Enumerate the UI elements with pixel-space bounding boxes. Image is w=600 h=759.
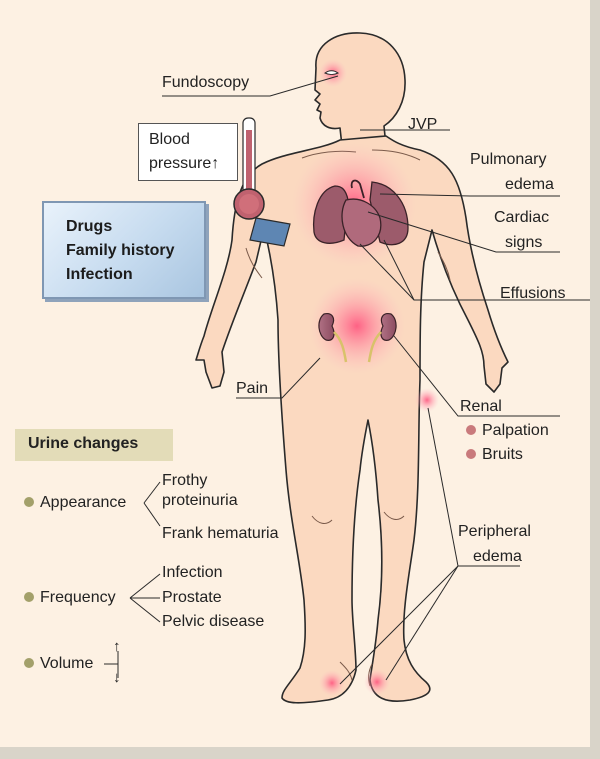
- label-fundoscopy: Fundoscopy: [162, 74, 250, 91]
- appearance-option: Frank hematuria: [162, 525, 279, 542]
- label-jvp: JVP: [408, 116, 438, 133]
- label-cardiac-signs-2: signs: [505, 234, 543, 251]
- volume-up-arrow-icon: ↑: [113, 638, 121, 655]
- label-peripheral-edema-2: edema: [473, 548, 522, 565]
- lungs-heart: [312, 179, 409, 247]
- bp-line-1: Blood: [149, 131, 190, 148]
- eye: [324, 70, 339, 75]
- urine-changes-heading: Urine changes: [15, 429, 173, 461]
- bullet-icon: [466, 449, 476, 459]
- label-pulmonary-edema-2: edema: [505, 176, 554, 193]
- bp-cuff: [233, 117, 291, 247]
- body-illustration: [104, 32, 590, 704]
- blood-pressure-box: Blood pressure↑: [138, 123, 238, 181]
- urine-appearance: Appearance: [24, 493, 126, 512]
- bullet-icon: [24, 497, 34, 507]
- history-box: Drugs Family history Infection: [42, 201, 206, 299]
- label-cardiac-signs-1: Cardiac: [494, 209, 550, 226]
- frequency-option: Infection: [162, 564, 223, 581]
- frequency-option: Pelvic disease: [162, 613, 265, 630]
- label-pulmonary-edema-1: Pulmonary: [470, 151, 547, 168]
- bullet-icon: [466, 425, 476, 435]
- bullet-icon: [24, 658, 34, 668]
- history-item-drugs: Drugs: [66, 218, 113, 235]
- renal-sign-bruits: Bruits: [466, 445, 523, 464]
- diagram-page: Fundoscopy JVP Pulmonary edema Cardiac s…: [0, 0, 590, 747]
- bullet-icon: [24, 592, 34, 602]
- label-renal: Renal: [460, 398, 502, 415]
- kidneys: [318, 313, 397, 363]
- renal-sign-palpation: Palpation: [466, 421, 549, 440]
- appearance-option: proteinuria: [162, 492, 238, 509]
- urine-volume: Volume: [24, 654, 93, 673]
- branch-lines: [104, 481, 161, 678]
- label-peripheral-edema-1: Peripheral: [458, 523, 531, 540]
- volume-down-arrow-icon: ↓: [113, 669, 121, 686]
- bp-line-2: pressure↑: [149, 155, 220, 172]
- history-item-family-history: Family history: [66, 242, 175, 259]
- history-item-infection: Infection: [66, 266, 133, 283]
- appearance-option: Frothy: [162, 472, 208, 489]
- label-effusions: Effusions: [500, 285, 566, 302]
- label-pain: Pain: [236, 380, 269, 397]
- frequency-option: Prostate: [162, 589, 222, 606]
- urine-frequency: Frequency: [24, 588, 116, 607]
- leader-lines: [162, 75, 590, 685]
